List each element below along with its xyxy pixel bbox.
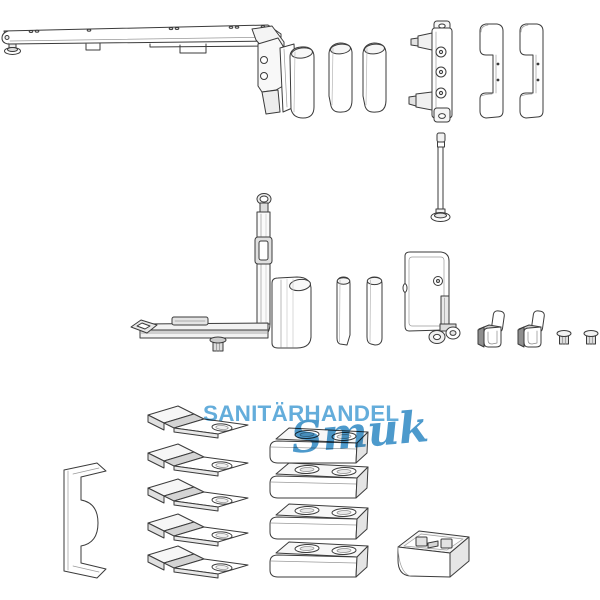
connecting-plate-3 [147, 478, 249, 512]
sash-hinge-drawing [251, 25, 315, 119]
hinge-cover-profile-1 [479, 23, 504, 119]
stay-arm-drawing [1, 24, 282, 55]
cap-plug-2 [583, 330, 599, 345]
gear-cover-box-drawing [397, 530, 470, 578]
cover-sleeve-top-2 [362, 42, 387, 113]
retainer-clip-2 [517, 309, 546, 348]
connecting-plate-1 [147, 405, 249, 439]
cover-cap-2 [269, 462, 369, 499]
connecting-plate-2 [147, 443, 249, 477]
retainer-clip-1 [477, 309, 506, 348]
cover-sleeve-mid-1 [336, 276, 351, 346]
connecting-plate-4 [147, 513, 249, 547]
cover-sleeve-mid-2 [366, 276, 383, 346]
connecting-plate-5 [147, 545, 249, 579]
cover-cap-4 [269, 541, 369, 578]
corner-cover-drawing [271, 276, 312, 349]
hinge-pin-drawing [430, 132, 451, 222]
cover-sleeve-top-1 [328, 42, 353, 113]
frame-hinge-drawing [408, 20, 453, 123]
side-cover-profile-drawing [63, 462, 107, 579]
hinge-cover-profile-2 [519, 23, 544, 119]
cap-plug-1 [556, 330, 572, 345]
cover-cap-3 [269, 503, 369, 540]
scissor-bearing-drawing [402, 251, 461, 344]
corner-drive-drawing [130, 193, 273, 352]
cover-cap-1 [269, 427, 369, 464]
